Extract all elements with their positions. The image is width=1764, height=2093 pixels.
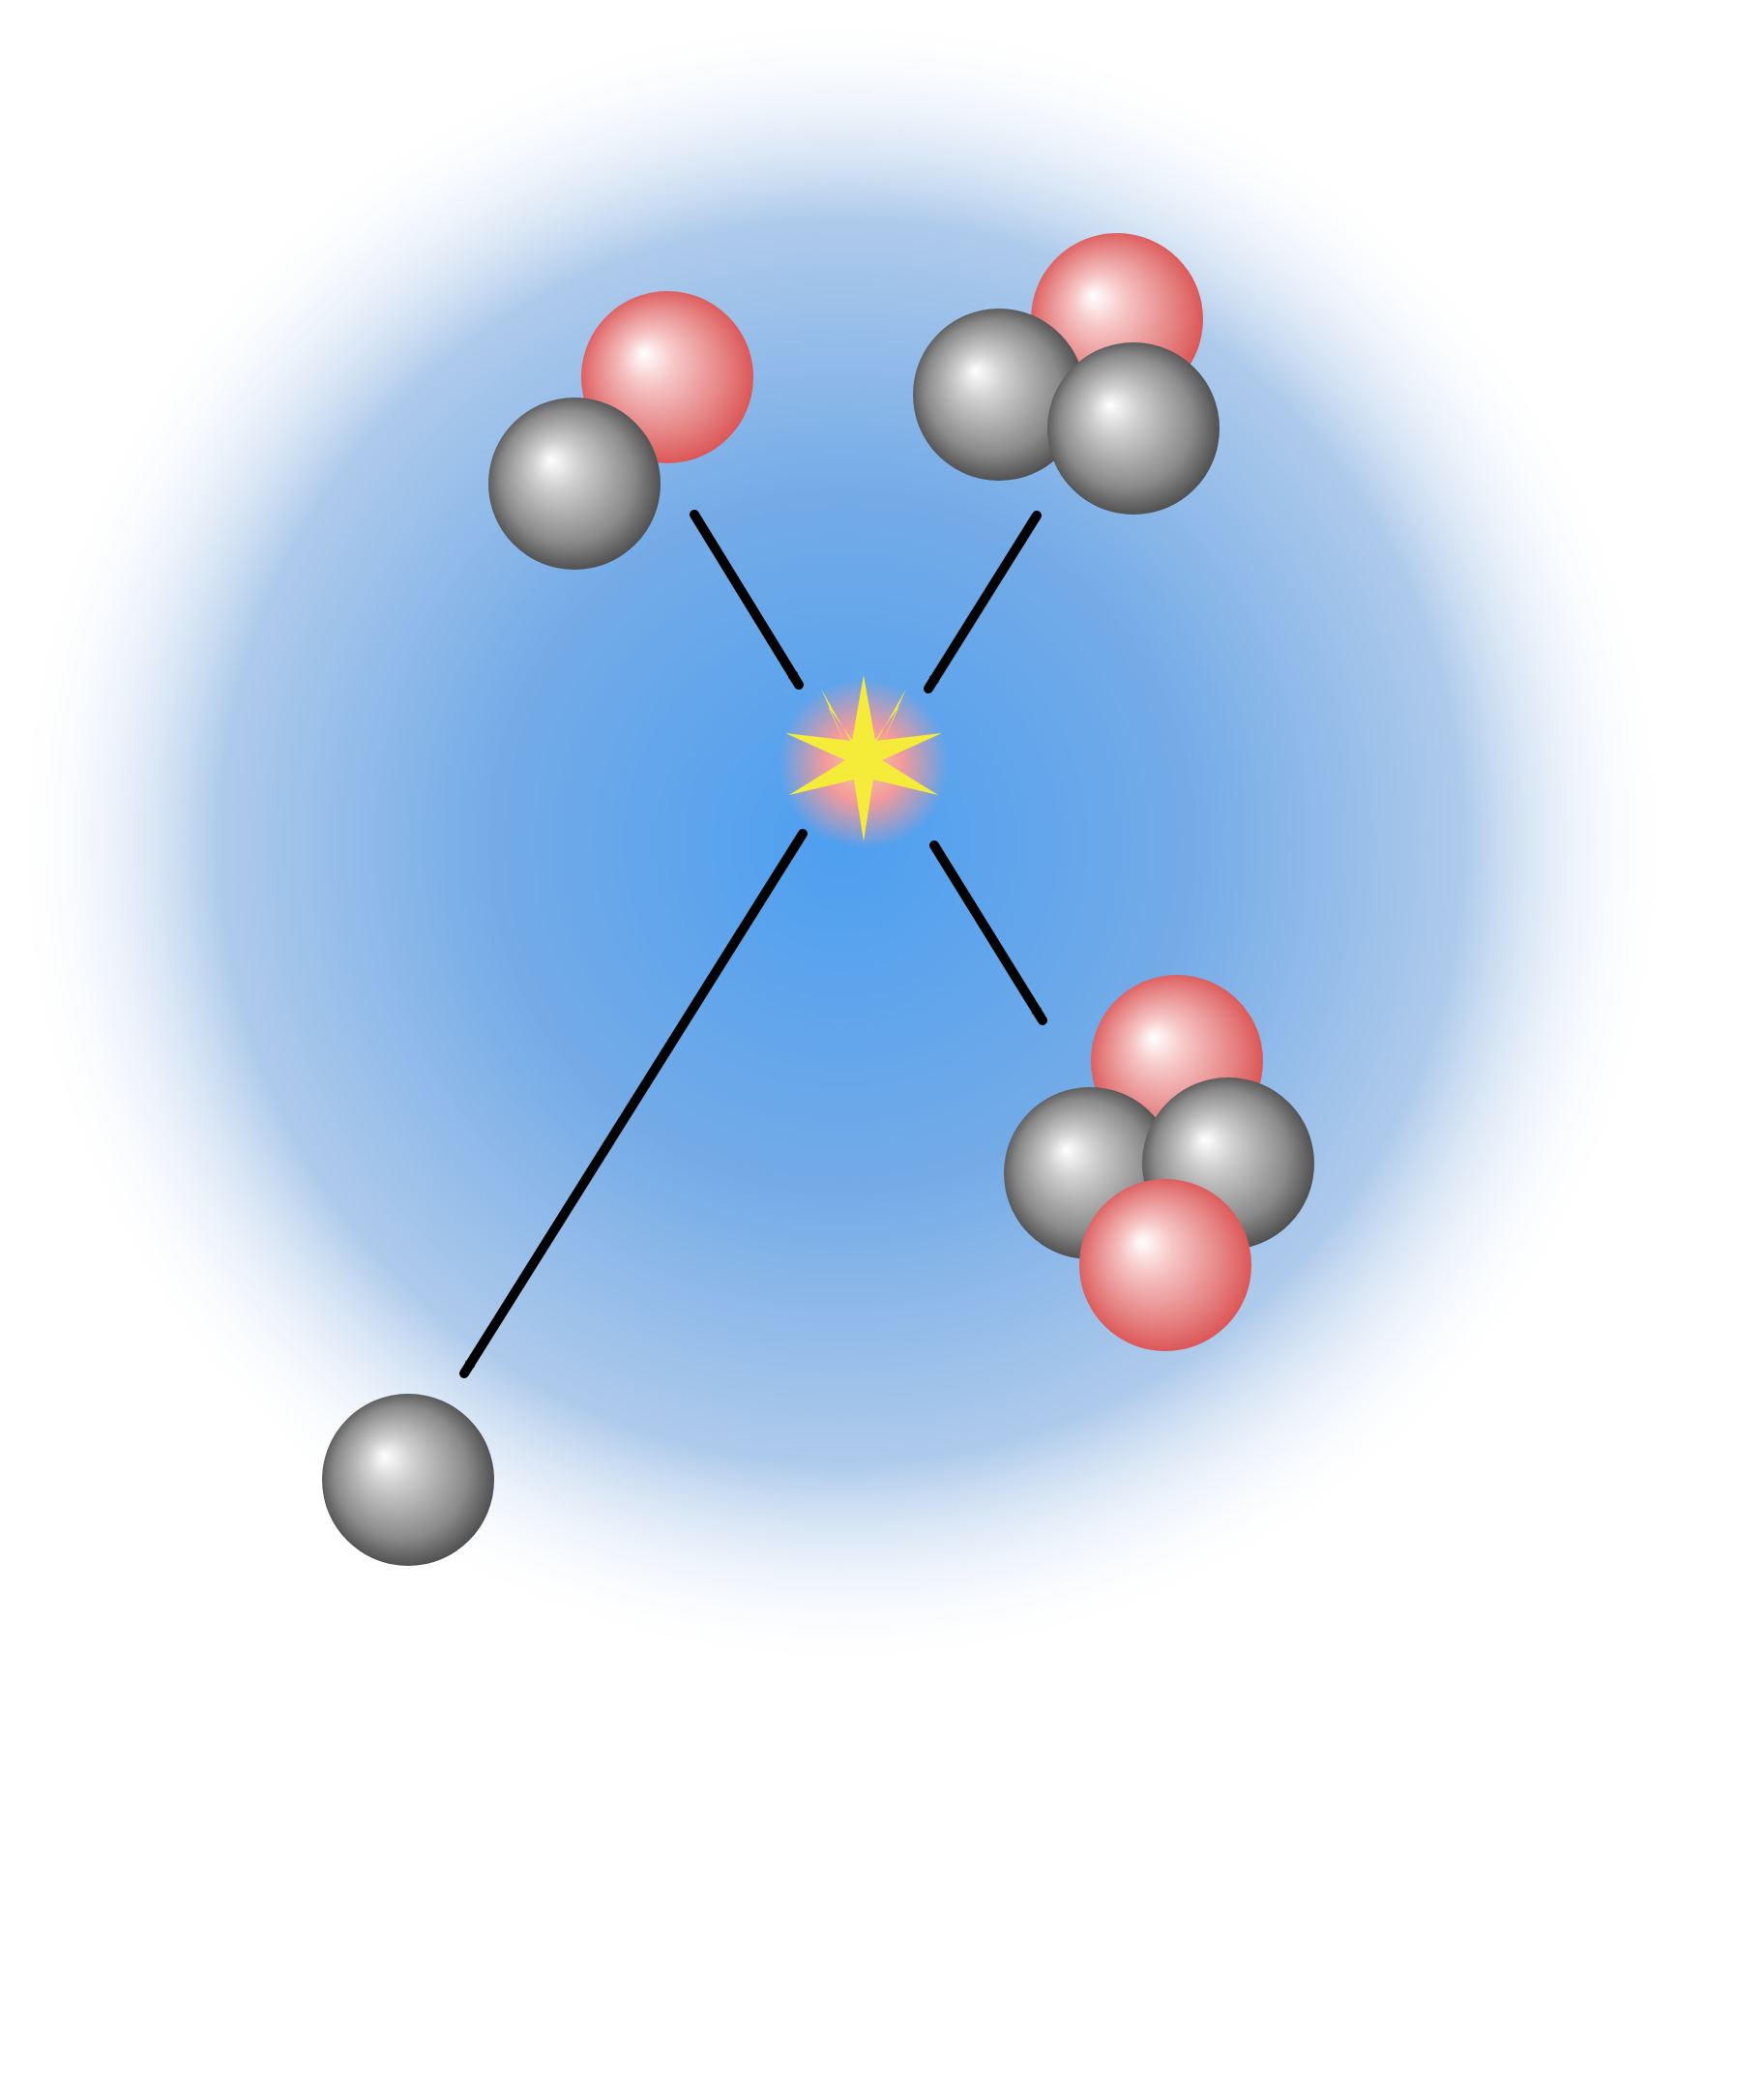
helium-nucleus bbox=[1004, 975, 1314, 1351]
arrow-icon bbox=[924, 511, 1042, 693]
neutron bbox=[1047, 342, 1220, 515]
arrow-icon bbox=[690, 510, 804, 690]
arrow-icon bbox=[459, 829, 808, 1378]
deuterium-nucleus bbox=[488, 291, 753, 570]
proton bbox=[1079, 1179, 1251, 1351]
neutron bbox=[488, 398, 661, 570]
free-neutron bbox=[322, 1394, 494, 1566]
tritium-nucleus bbox=[913, 233, 1220, 515]
neutron bbox=[913, 309, 1085, 481]
flash-core bbox=[785, 675, 942, 841]
arrows bbox=[459, 510, 1047, 1378]
neutron bbox=[322, 1394, 494, 1566]
arrow-icon bbox=[929, 840, 1047, 1025]
starburst-icon bbox=[779, 675, 949, 849]
